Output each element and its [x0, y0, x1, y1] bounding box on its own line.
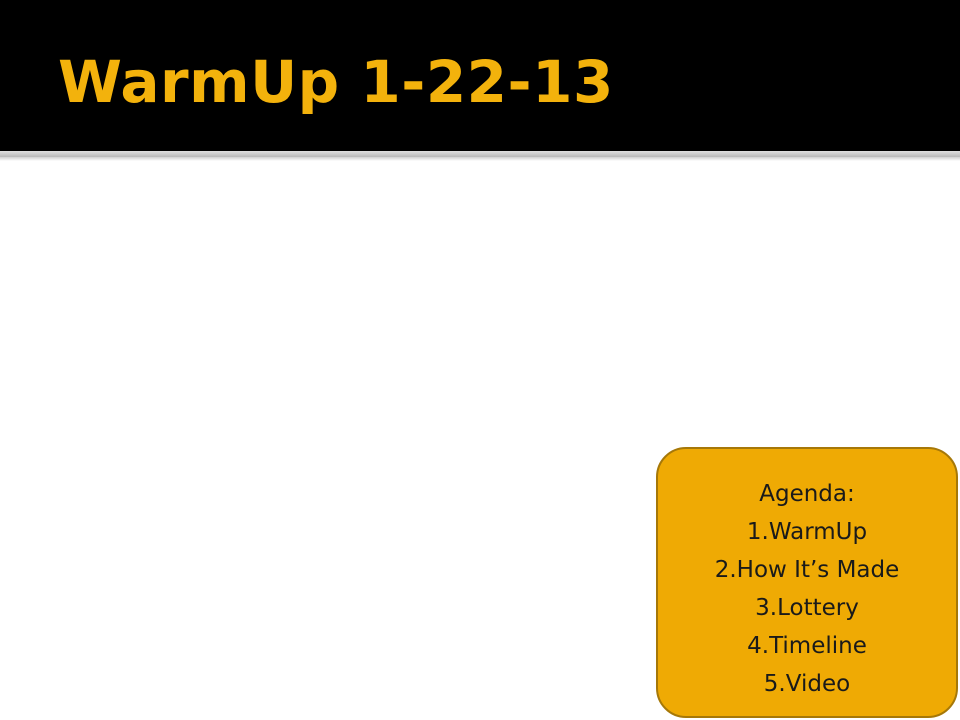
agenda-item-timeline: 4.Timeline: [747, 633, 867, 659]
title-divider-shadow: [0, 157, 960, 161]
title-divider: [0, 151, 960, 157]
agenda-item-video: 5.Video: [763, 671, 851, 697]
agenda-item-lottery: 3.Lottery: [755, 595, 859, 621]
slide-title: WarmUp 1-22-13: [58, 48, 614, 116]
agenda-item-how-its-made: 2.How It’s Made: [714, 557, 900, 583]
agenda-item-warmup: 1.WarmUp: [746, 519, 868, 545]
title-bar: WarmUp 1-22-13: [0, 0, 960, 151]
agenda-box: Agenda: 1.WarmUp 2.How It’s Made 3.Lotte…: [656, 447, 958, 718]
agenda-heading: Agenda:: [759, 481, 855, 507]
